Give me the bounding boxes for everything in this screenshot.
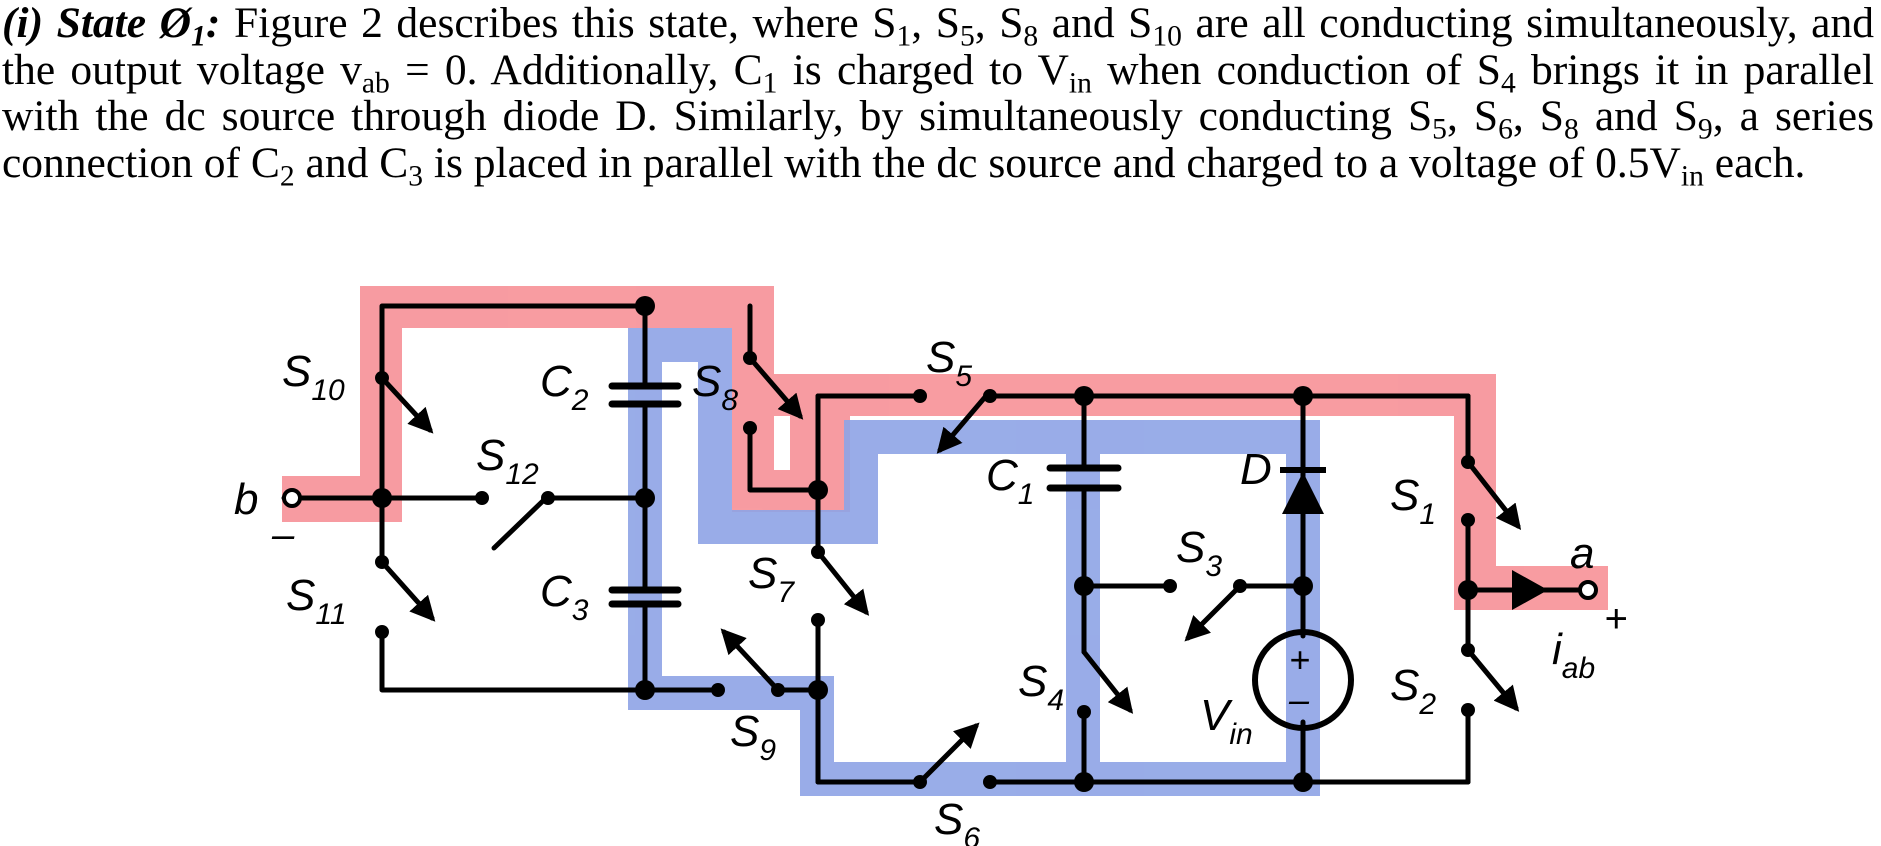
switch-blades bbox=[379, 355, 1522, 785]
junction-dots bbox=[372, 296, 1478, 792]
label-iab: iab bbox=[1552, 625, 1595, 685]
s4-blade bbox=[1081, 649, 1134, 714]
circuit-wires bbox=[281, 303, 1589, 785]
label-C3: C3 bbox=[540, 567, 589, 627]
s9-blade bbox=[720, 628, 781, 693]
label-C2: C2 bbox=[540, 357, 589, 417]
label-b: b bbox=[234, 475, 258, 524]
label-S1: S1 bbox=[1390, 471, 1436, 531]
label-src-minus: – bbox=[1288, 679, 1310, 720]
s10-blade bbox=[379, 375, 434, 434]
label-S7: S7 bbox=[748, 549, 795, 609]
diode-D bbox=[1280, 467, 1326, 514]
s5-blade bbox=[936, 393, 989, 454]
label-minus-b: – bbox=[271, 513, 295, 557]
dc-source-Vin bbox=[1252, 629, 1354, 731]
label-a: a bbox=[1570, 529, 1594, 578]
inverter-circuit-diagram: S10 S11 S12 C2 C3 S8 S5 S7 S9 S6 C1 S3 S… bbox=[234, 286, 1627, 846]
s6-blade bbox=[917, 722, 980, 785]
s3-blade bbox=[1184, 583, 1243, 642]
label-S8: S8 bbox=[692, 357, 738, 417]
output-current-arrow bbox=[1512, 570, 1548, 610]
s11-blade bbox=[379, 559, 436, 622]
label-D: D bbox=[1240, 445, 1272, 494]
terminal-a bbox=[1578, 580, 1598, 600]
label-S3: S3 bbox=[1176, 523, 1222, 583]
label-Vin: Vin bbox=[1200, 691, 1253, 751]
state-heading: (i) State Ø1: bbox=[2, 0, 221, 53]
label-S9: S9 bbox=[730, 707, 776, 767]
component-labels: S10 S11 S12 C2 C3 S8 S5 S7 S9 S6 C1 S3 S… bbox=[234, 333, 1627, 846]
description-paragraph: (i) State Ø1: Figure 2 describes this st… bbox=[2, 0, 1875, 192]
label-C1: C1 bbox=[986, 451, 1034, 511]
label-S11: S11 bbox=[286, 571, 347, 631]
s2-blade bbox=[1465, 647, 1520, 712]
terminal-b bbox=[282, 488, 302, 508]
label-src-plus: + bbox=[1289, 639, 1310, 680]
label-plus-a: + bbox=[1604, 597, 1627, 641]
s7-blade bbox=[815, 549, 870, 616]
label-S5: S5 bbox=[926, 333, 972, 393]
label-S4: S4 bbox=[1018, 657, 1064, 717]
s12-blade bbox=[491, 495, 549, 551]
label-S2: S2 bbox=[1390, 661, 1436, 721]
label-S12: S12 bbox=[476, 431, 539, 491]
s1-blade bbox=[1465, 459, 1522, 530]
s8-blade bbox=[747, 355, 804, 420]
label-S6: S6 bbox=[934, 795, 980, 846]
label-S10: S10 bbox=[282, 347, 345, 407]
